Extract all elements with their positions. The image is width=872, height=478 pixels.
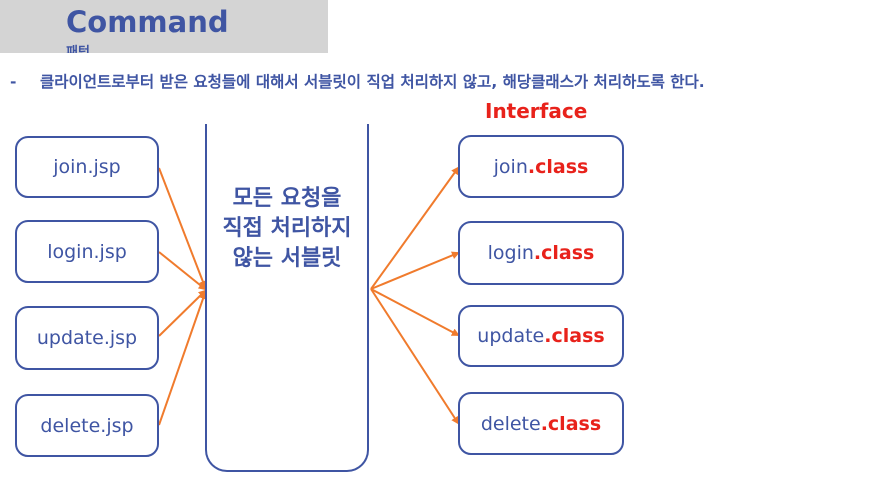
jsp-box-login: login.jsp (15, 220, 159, 283)
servlet-box (205, 124, 369, 472)
jsp-box-update: update.jsp (15, 306, 159, 370)
arrow-update-jsp (158, 289, 207, 337)
class-ext: .class (540, 412, 602, 435)
arrow-join-jsp (158, 167, 207, 289)
class-name: delete (480, 412, 541, 435)
class-label: delete.class (481, 412, 601, 436)
arrow-update-class (370, 288, 460, 336)
class-ext: .class (527, 155, 589, 178)
jsp-box-join: join.jsp (15, 136, 159, 198)
class-label: login.class (488, 241, 595, 265)
class-ext: .class (533, 242, 595, 264)
class-label: update.class (477, 324, 604, 348)
bullet-text: 클라이언트로부터 받은 요청들에 대해서 서블릿이 직업 처리하지 않고, 해당… (40, 73, 705, 91)
arrow-login-class (370, 251, 460, 290)
interface-label: Interface (485, 99, 588, 123)
class-label: join.class (494, 155, 589, 179)
bullet-dash: - (10, 73, 17, 91)
jsp-label: join.jsp (53, 156, 121, 178)
class-name: join (493, 155, 528, 178)
arrow-join-class (370, 166, 460, 290)
class-box-delete: delete.class (458, 392, 624, 455)
class-name: update (477, 325, 545, 347)
arrow-delete-class (370, 288, 460, 425)
arrow-login-jsp (158, 251, 207, 291)
class-box-update: update.class (458, 305, 624, 367)
title-banner: Command 패턴 (0, 0, 328, 53)
jsp-box-delete: delete.jsp (15, 394, 159, 457)
jsp-label: delete.jsp (40, 414, 134, 437)
class-box-join: join.class (458, 135, 624, 198)
jsp-label: update.jsp (36, 327, 138, 349)
class-name: login (487, 242, 534, 264)
arrow-delete-jsp (158, 291, 207, 426)
class-ext: .class (544, 325, 605, 347)
servlet-label: 모든 요청을 직접 처리하지 않는 서블릿 (222, 186, 352, 271)
page-subtitle: 패턴 (66, 45, 90, 54)
page-title: Command (66, 5, 229, 39)
class-box-login: login.class (458, 221, 624, 285)
jsp-label: login.jsp (47, 240, 127, 263)
